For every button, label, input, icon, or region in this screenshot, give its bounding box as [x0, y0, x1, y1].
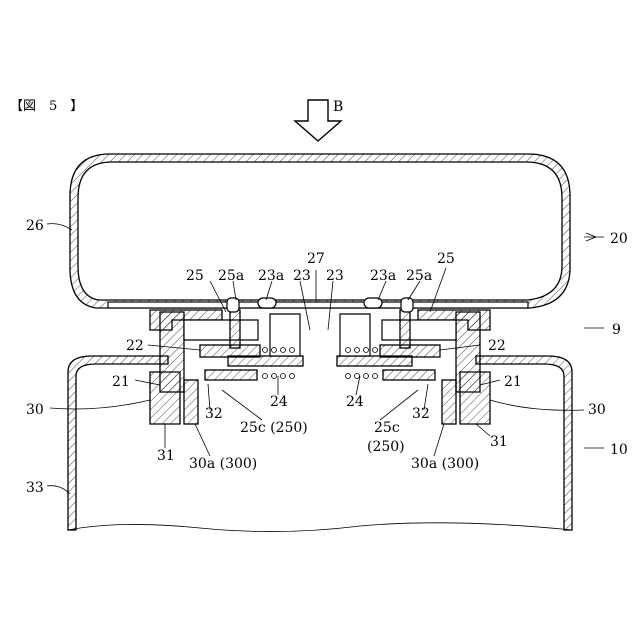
- label-30-right: 30: [588, 402, 606, 418]
- label-32-left: 32: [205, 406, 223, 422]
- label-30a-right: 30a (300): [411, 456, 479, 472]
- label-25-left: 25: [186, 268, 204, 284]
- label-24-left: 24: [270, 394, 288, 410]
- upper-container-wall: [70, 154, 570, 308]
- label-31-left: 31: [157, 448, 175, 464]
- label-20: 20: [610, 231, 628, 247]
- label-25c-right: 25c: [374, 420, 400, 436]
- label-25a-left: 25a: [218, 268, 244, 284]
- label-25-right: 25: [437, 251, 455, 267]
- label-22-left: 22: [126, 338, 144, 354]
- label-23-left: 23: [293, 268, 311, 284]
- label-26: 26: [26, 218, 44, 234]
- break-line: [68, 523, 572, 532]
- label-21-left: 21: [112, 374, 130, 390]
- arrow-label-b: B: [333, 99, 343, 115]
- label-33: 33: [26, 480, 44, 496]
- label-25c-left: 25c (250): [240, 420, 308, 436]
- label-30-left: 30: [26, 402, 44, 418]
- label-21-right: 21: [504, 374, 522, 390]
- label-250-right: (250): [367, 439, 405, 455]
- top-plate: [108, 302, 528, 308]
- label-25a-right: 25a: [406, 268, 432, 284]
- label-24-right: 24: [346, 394, 364, 410]
- label-10: 10: [610, 442, 628, 458]
- label-22-right: 22: [488, 338, 506, 354]
- label-32-right: 32: [412, 406, 430, 422]
- label-27: 27: [307, 251, 325, 267]
- label-31-right: 31: [490, 434, 508, 450]
- label-30a-left: 30a (300): [189, 456, 257, 472]
- label-23a-left: 23a: [258, 268, 284, 284]
- label-23a-right: 23a: [370, 268, 396, 284]
- label-23-right: 23: [326, 268, 344, 284]
- figure-title: 【図 5 】: [10, 99, 83, 114]
- label-9: 9: [612, 322, 621, 338]
